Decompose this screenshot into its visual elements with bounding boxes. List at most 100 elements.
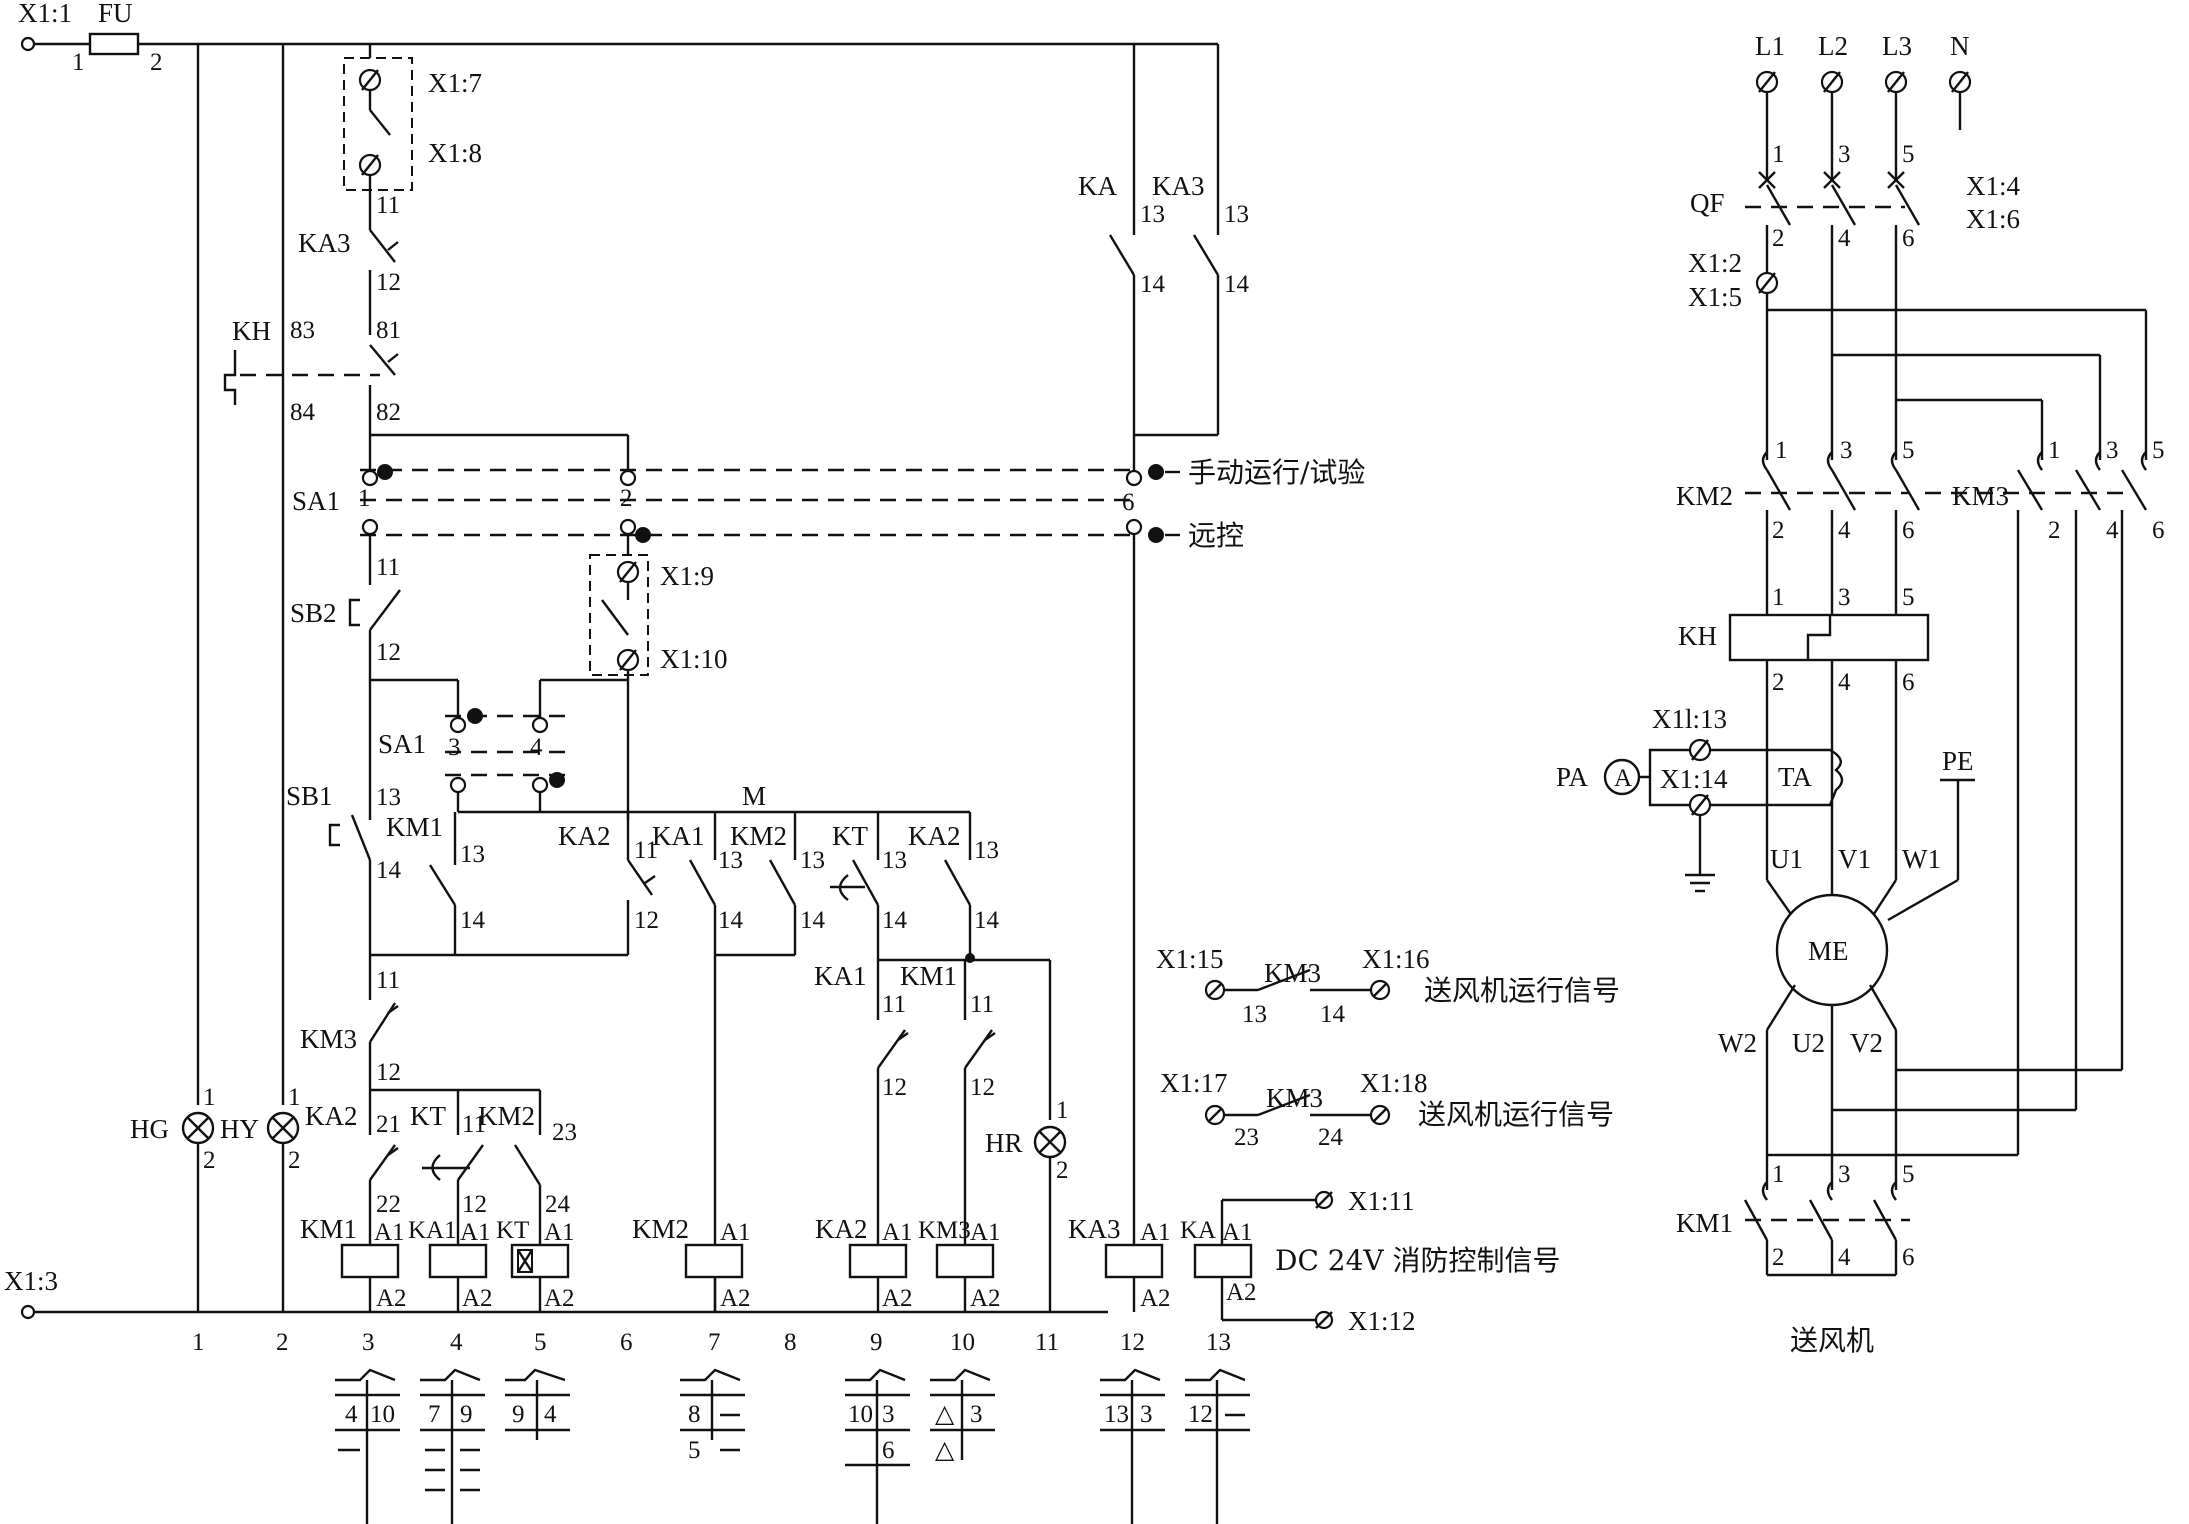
label-ka3-a2: A2 — [1140, 1285, 1171, 1312]
label-sb2: SB2 — [290, 598, 337, 628]
label-kh-81: 81 — [376, 317, 401, 344]
label-km1-6: 6 — [1902, 1244, 1915, 1271]
coil-ka2 — [848, 1243, 908, 1279]
label-km1-14: 14 — [460, 907, 486, 934]
svg-text:10: 10 — [848, 1401, 873, 1428]
label-km2a-13: 13 — [800, 847, 825, 874]
svg-text:4: 4 — [450, 1329, 463, 1356]
label-coil-km1: KM1 — [300, 1214, 357, 1244]
label-qf-1: 1 — [1772, 141, 1785, 168]
label-x1-1: X1:1 — [18, 0, 72, 28]
label-km2-3: 3 — [1840, 437, 1853, 464]
label-ka1b: KA1 — [814, 961, 867, 991]
label-x1-13: X1l:13 — [1652, 704, 1727, 734]
label-ka2c-21: 21 — [376, 1111, 401, 1138]
label-ka1a-14: 14 — [718, 907, 744, 934]
label-ka2b: KA2 — [908, 821, 961, 851]
svg-text:13: 13 — [1206, 1329, 1231, 1356]
label-sa1-1: 1 — [358, 485, 371, 512]
svg-text:4: 4 — [345, 1401, 358, 1428]
power-circuit: L1 L2 L3 N X1:4 X1:6 1 3 5 QF — [1556, 31, 2165, 1357]
label-x1-14: X1:14 — [1660, 764, 1728, 794]
sa1-contact-1 — [361, 469, 379, 487]
label-ka1-a1: A1 — [460, 1219, 491, 1246]
label-km3-s1: KM3 — [1264, 958, 1321, 988]
label-km1-13: 13 — [460, 841, 485, 868]
svg-text:10: 10 — [950, 1329, 975, 1356]
label-sa1b-3: 3 — [448, 734, 461, 761]
label-pa: PA — [1556, 762, 1589, 792]
coil-km2 — [684, 1243, 744, 1279]
label-manual-mode: 手动运行/试验 — [1188, 456, 1365, 489]
svg-text:6: 6 — [882, 1437, 895, 1464]
label-kh-83: 83 — [290, 317, 315, 344]
label-x1-5: X1:5 — [1688, 282, 1742, 312]
label-km1b-11: 11 — [970, 991, 994, 1018]
svg-text:8: 8 — [688, 1401, 701, 1428]
label-u1: U1 — [1770, 844, 1803, 874]
label-ka: KA — [1078, 171, 1117, 201]
crossref-tables: 4 10 7 9 9 4 — [335, 1368, 1250, 1524]
lamp-hy — [266, 1111, 300, 1145]
label-ktb-12: 12 — [462, 1191, 487, 1218]
label-x1-12: X1:12 — [1348, 1306, 1416, 1336]
label-coil-ka3: KA3 — [1068, 1214, 1121, 1244]
km2-contactor — [1761, 451, 1921, 511]
label-km3a: KM3 — [300, 1024, 357, 1054]
label-sa1b: SA1 — [378, 729, 426, 759]
coil-km3 — [935, 1243, 995, 1279]
kh-thermal-icon — [223, 350, 237, 405]
sb1-push-icon — [328, 823, 340, 847]
terminal-x1-3 — [20, 1304, 36, 1320]
sa1-contact-6 — [1125, 469, 1143, 487]
label-x1-6: X1:6 — [1966, 204, 2020, 234]
label-kh-84: 84 — [290, 399, 316, 426]
label-kt-a2: A2 — [544, 1285, 575, 1312]
label-hg-1: 1 — [203, 1084, 216, 1111]
svg-text:2: 2 — [276, 1329, 289, 1356]
label-ka-14: 14 — [1140, 271, 1166, 298]
sa1-contact-1b — [361, 518, 379, 536]
coil-km1 — [340, 1243, 400, 1279]
label-km2-6: 6 — [1902, 517, 1915, 544]
label-kh-power: KH — [1678, 621, 1717, 651]
label-km1-a1: A1 — [374, 1219, 405, 1246]
label-km3-1: 1 — [2048, 437, 2061, 464]
label-sb2-12: 12 — [376, 639, 401, 666]
label-ka1b-12: 12 — [882, 1074, 907, 1101]
label-l1: L1 — [1755, 31, 1785, 61]
label-sa1-2: 2 — [620, 485, 633, 512]
label-ka2a: KA2 — [558, 821, 611, 851]
svg-text:10: 10 — [370, 1401, 395, 1428]
label-power-title: 送风机 — [1790, 1324, 1874, 1357]
svg-text:5: 5 — [688, 1437, 701, 1464]
label-x1-17: X1:17 — [1160, 1068, 1228, 1098]
km1-contactor — [1743, 1181, 1898, 1241]
label-ka1a: KA1 — [652, 821, 705, 851]
label-kh-6: 6 — [1902, 669, 1915, 696]
label-ka-a1: A1 — [1222, 1219, 1253, 1246]
label-km2-a1: A1 — [720, 1219, 751, 1246]
label-x1-9: X1:9 — [660, 561, 714, 591]
label-coil-km3: KM3 — [918, 1217, 971, 1244]
label-w1: W1 — [1902, 844, 1941, 874]
label-ka3-13: 13 — [1224, 201, 1249, 228]
coil-ka1 — [428, 1243, 488, 1279]
label-hg: HG — [130, 1114, 169, 1144]
label-kh-5: 5 — [1902, 584, 1915, 611]
svg-text:1: 1 — [192, 1329, 205, 1356]
label-x1-3: X1:3 — [4, 1266, 58, 1296]
label-ka3-12: 12 — [376, 269, 401, 296]
label-km3-6: 6 — [2152, 517, 2165, 544]
label-km2: KM2 — [1676, 481, 1733, 511]
label-x1-10: X1:10 — [660, 644, 728, 674]
label-km3-2: 2 — [2048, 517, 2061, 544]
label-ta: TA — [1778, 762, 1812, 792]
label-coil-ka2: KA2 — [815, 1214, 868, 1244]
label-km3-a1: A1 — [970, 1219, 1001, 1246]
svg-text:6: 6 — [620, 1329, 633, 1356]
label-coil-ka: KA — [1180, 1217, 1216, 1244]
label-signal-1: 送风机运行信号 — [1424, 974, 1620, 1007]
label-kta-13: 13 — [882, 847, 907, 874]
label-km3-4: 4 — [2106, 517, 2119, 544]
